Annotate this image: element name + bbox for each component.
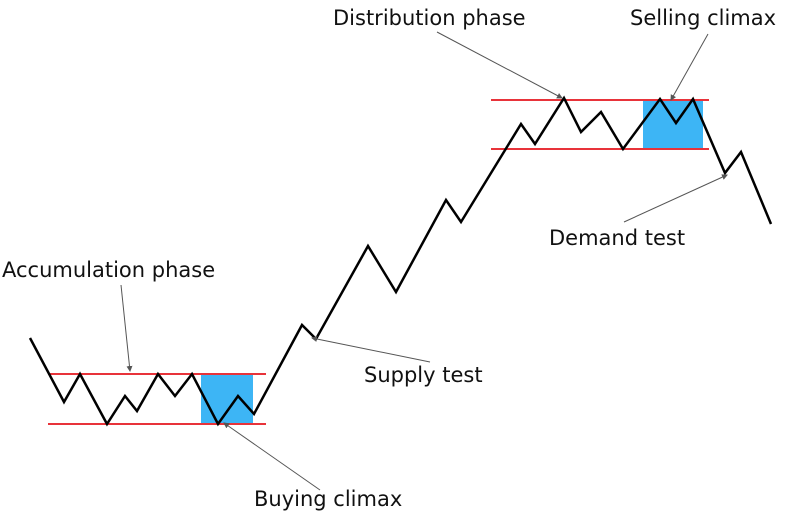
selling-climax-pointer xyxy=(670,33,709,101)
demand-test-label: Demand test xyxy=(549,226,686,250)
demand-test-pointer xyxy=(623,174,728,223)
distribution-phase-label: Distribution phase xyxy=(333,6,526,30)
distribution-pointer xyxy=(436,31,563,99)
buying-climax-pointer xyxy=(223,422,321,491)
accumulation-phase-label: Accumulation phase xyxy=(2,258,216,282)
buying-climax-box xyxy=(201,375,253,424)
buying-climax-label: Buying climax xyxy=(254,487,403,511)
selling-climax-label: Selling climax xyxy=(630,6,777,30)
price-path xyxy=(28,95,773,427)
accumulation-pointer xyxy=(120,284,133,372)
supply-test-label: Supply test xyxy=(364,363,483,387)
supply-test-pointer xyxy=(311,336,431,363)
